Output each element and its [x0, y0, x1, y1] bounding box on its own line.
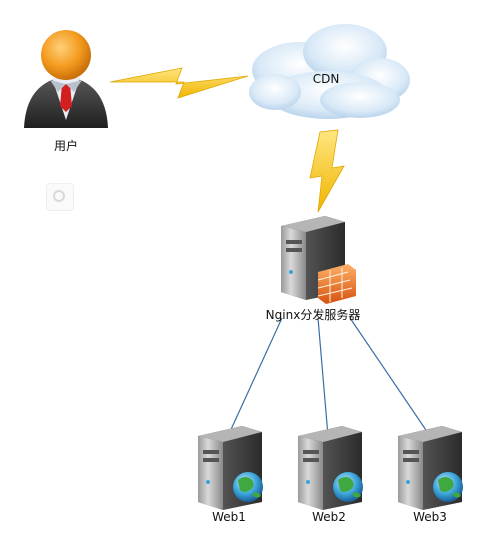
- cloud-icon: [249, 24, 410, 119]
- nginx-label: Nginx分发服务器: [265, 308, 361, 322]
- edge-nginx-web2: [317, 317, 329, 437]
- cdn-label: CDN: [312, 72, 340, 86]
- firewall-icon: [317, 264, 356, 304]
- lightning-cdn-nginx: [309, 129, 345, 213]
- web2-label: Web2: [312, 510, 346, 524]
- web1-globe-icon: [233, 472, 263, 502]
- web3-globe-icon: [433, 472, 463, 502]
- edge-nginx-web3: [349, 317, 431, 437]
- user-label: 用户: [53, 139, 79, 153]
- user-icon: [24, 30, 108, 128]
- edges: [227, 317, 431, 437]
- web2-globe-icon: [333, 472, 363, 502]
- lightning-user-cdn: [109, 67, 249, 99]
- web3-label: Web3: [413, 510, 447, 524]
- ghost-placeholder-icon: [46, 183, 74, 211]
- web1-label: Web1: [212, 510, 246, 524]
- edge-nginx-web1: [227, 317, 283, 437]
